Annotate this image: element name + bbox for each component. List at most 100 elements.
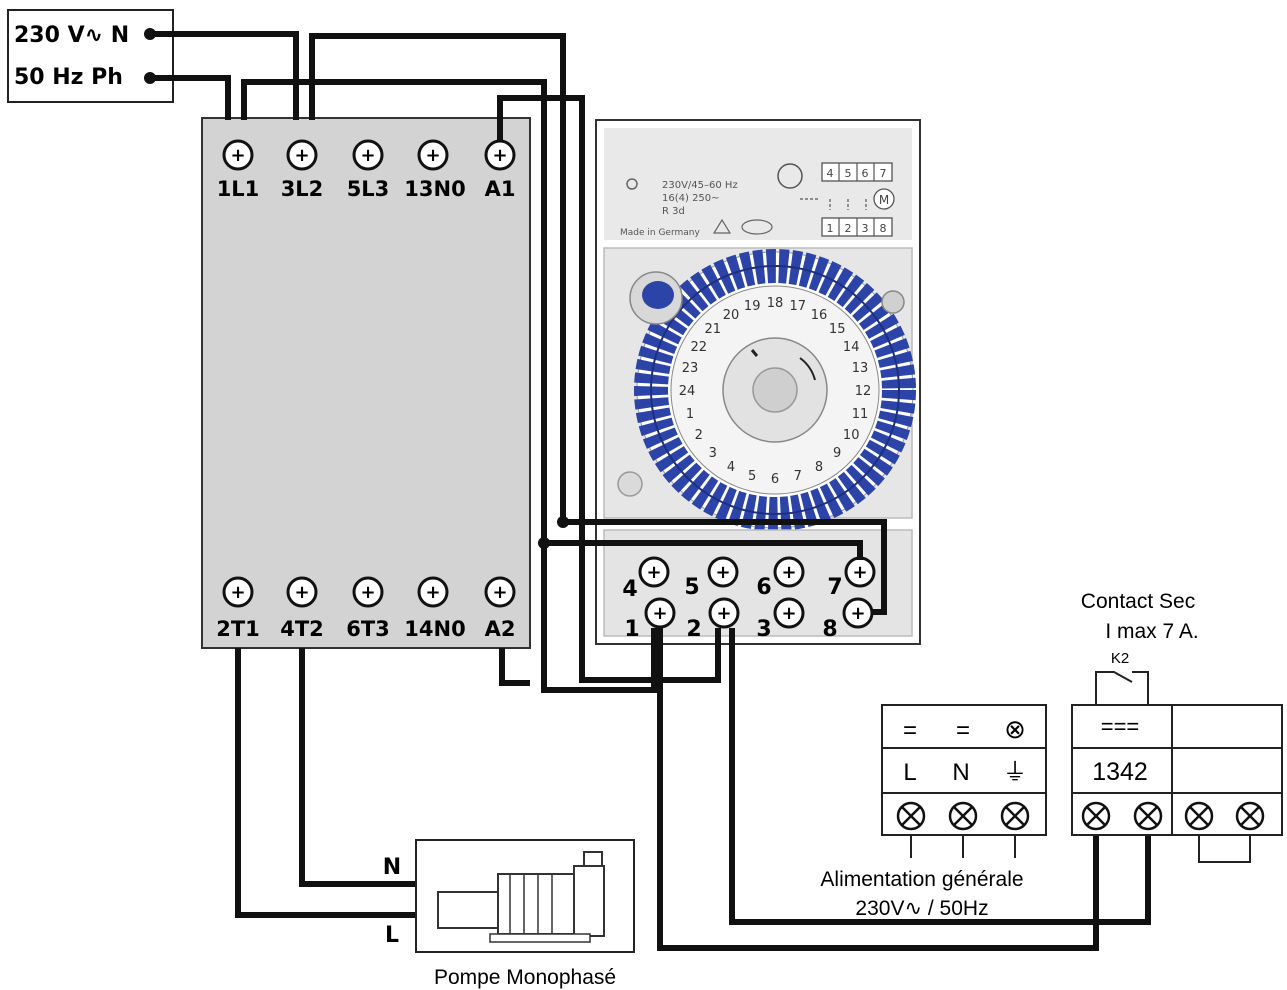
timer-spec-3: R 3d	[662, 206, 685, 217]
svg-text:+: +	[294, 582, 309, 603]
power-row1-b: =	[956, 717, 970, 744]
motor-symbol-icon	[873, 188, 895, 210]
dial-hour-label: 23	[682, 361, 699, 376]
svg-text:+: +	[492, 582, 507, 603]
terminal-label-1l1: 1L1	[217, 177, 260, 201]
svg-text:+: +	[230, 582, 245, 603]
dial-hour-label: 12	[855, 384, 872, 399]
terminal-label-6t3: 6T3	[346, 617, 390, 641]
timer-term-2: 2	[686, 617, 701, 642]
screw: +	[708, 597, 740, 629]
timer-screws: + + + + + + + +	[638, 556, 876, 629]
timer-spec-1: 230V/45–60 Hz	[662, 180, 738, 191]
dial-pointer	[750, 349, 759, 357]
terminal-label-5l3: 5L3	[347, 177, 390, 201]
dial-hour-label: 21	[705, 322, 722, 337]
relay-terminals	[1081, 801, 1265, 831]
power-terminals	[896, 801, 1030, 831]
contactor: + + + + + 1L1 3L2 5L3 13N0 A1 + + + + + …	[201, 117, 531, 649]
cross-terminal-icon	[896, 801, 926, 831]
dial-hour-label: 5	[748, 469, 756, 484]
svg-text:+: +	[230, 145, 245, 166]
timer-term-6: 6	[756, 575, 771, 600]
svg-text:+: +	[360, 145, 375, 166]
timer-term-8: 8	[822, 617, 837, 642]
cross-terminal-icon	[948, 801, 978, 831]
terminal-label-3l2: 3L2	[281, 177, 324, 201]
relay-num: 3	[862, 222, 869, 235]
wire-a1	[497, 95, 721, 683]
clock-symbol-icon	[777, 163, 803, 189]
screw: +	[842, 597, 874, 629]
dial-hour-label: 6	[771, 472, 779, 487]
power-caption-1: Alimentation générale	[820, 868, 1023, 891]
wire-ph-to-1l1	[150, 75, 231, 120]
svg-text:+: +	[716, 603, 731, 624]
wire-a2	[499, 648, 530, 686]
svg-text:+: +	[492, 145, 507, 166]
reset-knob[interactable]	[617, 471, 643, 497]
screw: +	[844, 556, 876, 588]
terminal-label-4t2: 4T2	[280, 617, 324, 641]
screw: +	[286, 576, 318, 608]
svg-text:+: +	[715, 562, 730, 583]
dial-hour-label: 19	[744, 299, 761, 314]
timer-spec-2: 16(4) 250~	[662, 193, 720, 204]
power-block: = = ⊗ L N ⏚ Alimentation générale 230V∿ …	[820, 704, 1047, 920]
screw: +	[644, 597, 676, 629]
contactor-bottom-screws: + + + + +	[222, 576, 516, 608]
wire-4t2-pump-n	[299, 648, 416, 887]
relay-block: Contact Sec I max 7 A. K2 === 1342	[1071, 590, 1283, 863]
dial-hour-label: 15	[829, 322, 846, 337]
ac-symbol-icon	[626, 178, 638, 190]
dial-hour-label: 2	[695, 428, 703, 443]
relay-num: 8	[880, 222, 887, 235]
rotation-arrow-icon	[799, 357, 816, 381]
selector-switch[interactable]	[629, 271, 683, 325]
svg-text:+: +	[425, 145, 440, 166]
timer-term-1: 1	[624, 617, 639, 642]
dial-hour-label: 16	[811, 308, 828, 323]
relay-contact-icon	[1095, 671, 1149, 705]
svg-text:+: +	[852, 562, 867, 583]
wire-bridge-7	[544, 540, 863, 560]
screw: +	[707, 556, 739, 588]
svg-text:+: +	[781, 603, 796, 624]
contactor-top-screws: + + + + +	[222, 139, 516, 171]
wire-n-to-3l2	[150, 31, 299, 120]
dial-hour-label: 9	[833, 446, 841, 461]
dial-hour-label: 1	[686, 407, 694, 422]
power-caption-2: 230V∿ / 50Hz	[855, 897, 988, 920]
terminal-label-a1: A1	[485, 177, 516, 201]
svg-text:+: +	[425, 582, 440, 603]
relay-title-2: I max 7 A.	[1105, 620, 1198, 643]
supply-box: 230 V∿ N 50 Hz Ph	[7, 9, 174, 103]
terminal-label-2t1: 2T1	[216, 617, 260, 641]
terminal-label-13n0: 13N0	[404, 177, 465, 201]
screw: +	[484, 139, 516, 171]
ove-mark-icon	[741, 219, 773, 235]
dial-hour-label: 20	[723, 308, 740, 323]
svg-text:+: +	[781, 562, 796, 583]
junction-node	[557, 516, 569, 528]
terminal-label-14n0: 14N0	[404, 617, 465, 641]
screw: +	[286, 139, 318, 171]
relay-num: 4	[827, 167, 834, 180]
screw: +	[484, 576, 516, 608]
screw: +	[222, 139, 254, 171]
relay-num: 2	[845, 222, 852, 235]
dial-hour-label: 13	[852, 361, 869, 376]
dial-hour-label: 7	[794, 469, 802, 484]
pump-n-label: N	[383, 855, 401, 880]
dial-hour-label: 3	[709, 446, 717, 461]
motor-symbol-label: M	[879, 193, 889, 207]
terminal-label-a2: A2	[485, 617, 516, 641]
timer-term-3: 3	[756, 617, 771, 642]
wire-timer2-relay	[729, 628, 1151, 925]
relay-code: 1342	[1092, 758, 1148, 786]
dial-hour-label: 17	[790, 299, 807, 314]
relay-jumper	[1198, 835, 1251, 863]
relay-title-1: Contact Sec	[1081, 590, 1195, 613]
